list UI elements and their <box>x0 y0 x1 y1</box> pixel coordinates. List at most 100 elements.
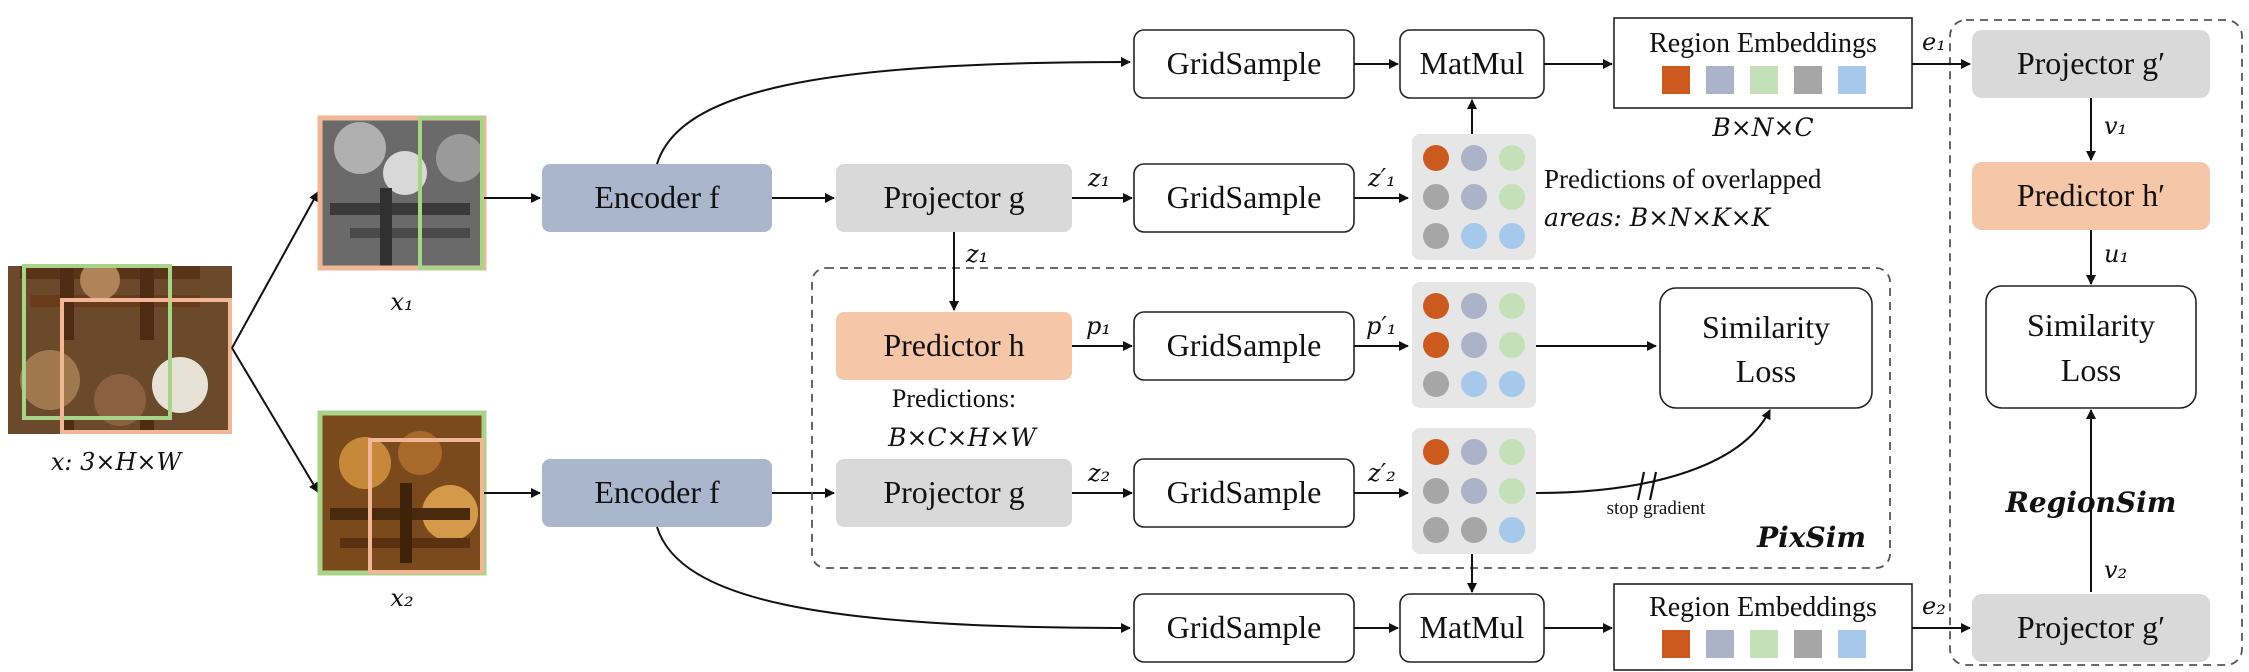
feature-dot <box>1461 478 1487 504</box>
embedding-swatch <box>1662 66 1690 94</box>
feature-dot <box>1499 184 1525 210</box>
predictor-label: Predictor h <box>883 327 1024 363</box>
predictor-prime-label: Predictor h′ <box>2017 177 2165 213</box>
gridsample-z2-label: GridSample <box>1167 474 1322 510</box>
z2-prime-symbol: z′₂ <box>1367 459 1396 487</box>
view2-crop-box <box>60 298 232 434</box>
embedding-swatch <box>1662 630 1690 658</box>
feature-dot <box>1461 517 1487 543</box>
arrow-input-to-view1 <box>231 191 319 349</box>
predictions-note-line1: Predictions: <box>892 384 1016 413</box>
view1-crop-box <box>22 264 172 420</box>
pixsim-region <box>811 267 1891 569</box>
projector-prime-top-label: Projector g′ <box>2017 45 2165 81</box>
gridsample-p1-label: GridSample <box>1167 327 1322 363</box>
pixsim-similarity-line1: Similarity <box>1702 309 1830 345</box>
matmul-top-label: MatMul <box>1420 45 1525 81</box>
stop-gradient-mark-2 <box>1648 471 1658 501</box>
projector-bottom-label: Projector g <box>883 474 1024 510</box>
view1-image <box>317 115 487 271</box>
feature-dot <box>1423 439 1449 465</box>
overlap-grid-z1 <box>1412 134 1536 260</box>
feature-dot <box>1461 371 1487 397</box>
feature-dot <box>1423 293 1449 319</box>
gridsample-top-label: GridSample <box>1167 45 1322 81</box>
arrow-z2-grid-to-loss <box>1535 409 1771 494</box>
e2-symbol: e₂ <box>1922 592 1946 620</box>
pixsim-label: PixSim <box>1756 521 1866 554</box>
regionsim-region <box>1949 19 2243 666</box>
feature-dot <box>1499 439 1525 465</box>
feature-dot <box>1423 332 1449 358</box>
z1-symbol: z₁ <box>1087 164 1110 192</box>
p1-prime-symbol: p′₁ <box>1366 312 1396 340</box>
projector-prime-bottom-label: Projector g′ <box>2017 609 2165 645</box>
stop-gradient-label: stop gradient <box>1607 498 1706 519</box>
p1-symbol: p₁ <box>1086 312 1111 340</box>
region-embeddings-bottom-label: Region Embeddings <box>1649 592 1877 623</box>
regionsim-similarity-line2: Loss <box>2061 352 2121 388</box>
arrow-encoder-bottom-to-gridsample-bottom <box>656 526 1131 633</box>
u1-symbol: u₁ <box>2104 240 2129 268</box>
embedding-swatch <box>1794 66 1822 94</box>
feature-dot <box>1499 293 1525 319</box>
matmul-bottom-label: MatMul <box>1420 609 1525 645</box>
embedding-swatch <box>1838 66 1866 94</box>
z1-prime-symbol: z′₁ <box>1367 164 1396 192</box>
feature-dot <box>1423 517 1449 543</box>
embedding-swatch <box>1750 630 1778 658</box>
feature-dot <box>1499 478 1525 504</box>
arrow-input-to-view2 <box>231 347 319 493</box>
z2-symbol: z₂ <box>1087 459 1110 487</box>
stop-gradient-mark-1 <box>1636 471 1646 501</box>
feature-dot <box>1423 478 1449 504</box>
feature-dot <box>1423 145 1449 171</box>
gridsample-bottom-label: GridSample <box>1167 609 1322 645</box>
predictor-box <box>836 312 1072 380</box>
e1-symbol: e₁ <box>1922 28 1946 56</box>
feature-dot <box>1461 223 1487 249</box>
feature-dot <box>1499 223 1525 249</box>
view2-image <box>317 410 487 576</box>
feature-dot <box>1461 439 1487 465</box>
gridsample-z1-label: GridSample <box>1167 179 1322 215</box>
z1-symbol-vertical: z₁ <box>965 240 988 268</box>
feature-dot <box>1499 145 1525 171</box>
feature-dot <box>1461 145 1487 171</box>
regionsim-similarity-line1: Similarity <box>2027 307 2155 343</box>
input-image <box>8 264 232 434</box>
embedding-swatch <box>1838 630 1866 658</box>
embedding-swatches-top <box>1662 66 1866 94</box>
region-embeddings-shape: B×N×C <box>1711 113 1813 142</box>
predictions-note-line2: B×C×H×W <box>887 423 1038 452</box>
regionsim-similarity-loss-box <box>1985 285 2197 409</box>
pixsim-similarity-loss-box <box>1659 287 1873 409</box>
embedding-swatch <box>1794 630 1822 658</box>
overlap-grid-p1 <box>1412 282 1536 408</box>
v2-symbol: v₂ <box>2104 556 2127 584</box>
projector-bottom-box <box>836 459 1072 527</box>
feature-dot <box>1499 371 1525 397</box>
overlap-grid-z2 <box>1412 428 1536 554</box>
feature-dot <box>1461 184 1487 210</box>
arrow-encoder-top-to-gridsample-top <box>656 57 1131 165</box>
encoder-top-label: Encoder f <box>594 179 720 215</box>
feature-dot <box>1423 223 1449 249</box>
predictor-prime-box <box>1972 162 2210 230</box>
encoder-bottom-box <box>542 459 772 527</box>
view1-label: x₁ <box>390 288 413 316</box>
feature-dot <box>1423 371 1449 397</box>
overlap-note-line1: Predictions of overlapped <box>1544 164 1822 194</box>
projector-top-box <box>836 164 1072 232</box>
feature-dot <box>1461 293 1487 319</box>
feature-dot <box>1423 184 1449 210</box>
embedding-swatch <box>1706 630 1734 658</box>
feature-dot <box>1499 517 1525 543</box>
dot-grids <box>1412 134 1536 554</box>
pixsim-similarity-line2: Loss <box>1736 353 1796 389</box>
embedding-swatches-bottom <box>1662 630 1866 658</box>
view2-label: x₂ <box>390 584 413 612</box>
embedding-swatch <box>1750 66 1778 94</box>
region-embeddings-top-label: Region Embeddings <box>1649 28 1877 59</box>
